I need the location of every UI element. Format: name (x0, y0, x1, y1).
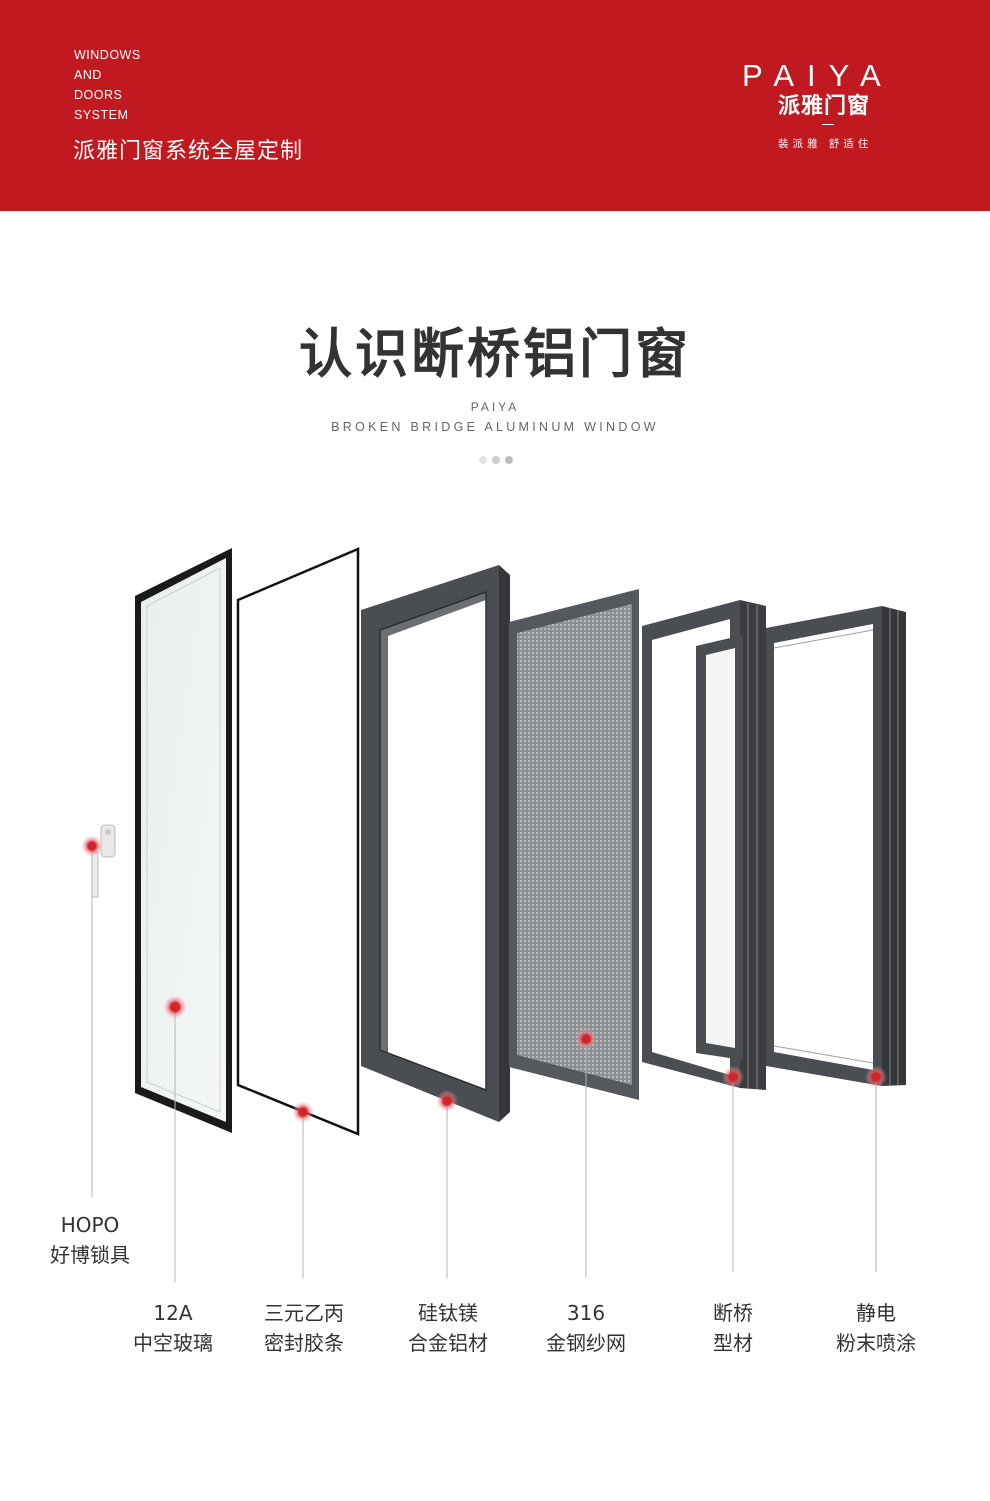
component-label-mesh: 316 金钢纱网 (516, 1298, 656, 1358)
sub-brand: PAIYA (470, 400, 520, 414)
thermal-break-sash (642, 600, 766, 1090)
component-label-line2: 金钢纱网 (546, 1331, 626, 1355)
component-label-line2: 合金铝材 (408, 1331, 488, 1355)
component-label-line1: 断桥 (713, 1301, 753, 1325)
seal-strip-panel (236, 547, 360, 1136)
component-label-line1: 316 (566, 1301, 606, 1325)
pager-dot (505, 456, 513, 464)
component-label-line1: 12A (153, 1301, 193, 1325)
component-label-line2: 好博锁具 (50, 1243, 130, 1267)
component-label-thermal-break: 断桥 型材 (663, 1298, 803, 1358)
component-label-powder-coat: 静电 粉末喷涂 (806, 1298, 946, 1358)
component-label-alloy: 硅钛镁 合金铝材 (378, 1298, 518, 1358)
component-label-line1: 硅钛镁 (418, 1301, 478, 1325)
outer-frame-panel (766, 606, 906, 1086)
leader-lines (91, 848, 877, 1282)
component-label-line2: 密封胶条 (264, 1331, 344, 1355)
component-label-line1: 三元乙丙 (264, 1301, 344, 1325)
component-label-line1: 静电 (856, 1301, 896, 1325)
header-en-line: AND (74, 68, 102, 82)
component-label-line2: 粉末喷涂 (836, 1331, 916, 1355)
component-label-line1: HOPO (60, 1213, 120, 1237)
page-title: 认识断桥铝门窗 (299, 324, 691, 385)
glass-panel (135, 548, 232, 1133)
component-label-lock: HOPO 好博锁具 (20, 1210, 160, 1270)
logo-divider (822, 124, 834, 125)
header-banner (0, 0, 990, 211)
component-label-glass: 12A 中空玻璃 (103, 1298, 243, 1358)
aluminum-frame-panel (361, 565, 510, 1122)
page-subtitle: BROKEN BRIDGE ALUMINUM WINDOW (331, 420, 659, 434)
brand-logo-wordmark: PAIYA (742, 58, 894, 93)
header-en-line: WINDOWS (74, 48, 141, 62)
component-label-line2: 型材 (713, 1331, 753, 1355)
brand-slogan: 装派雅 舒适住 (778, 138, 873, 150)
brand-logo-cn: 派雅门窗 (778, 94, 871, 119)
component-label-seal: 三元乙丙 密封胶条 (234, 1298, 374, 1358)
mesh-screen-panel (509, 589, 639, 1100)
header-en-line: SYSTEM (74, 108, 129, 122)
pager-dot (479, 456, 487, 464)
pager-dot (492, 456, 500, 464)
header-en-line: DOORS (74, 88, 123, 102)
component-label-line2: 中空玻璃 (133, 1331, 213, 1355)
header-cn-title: 派雅门窗系统全屋定制 (73, 139, 304, 164)
hotspot-markers (81, 835, 887, 1123)
